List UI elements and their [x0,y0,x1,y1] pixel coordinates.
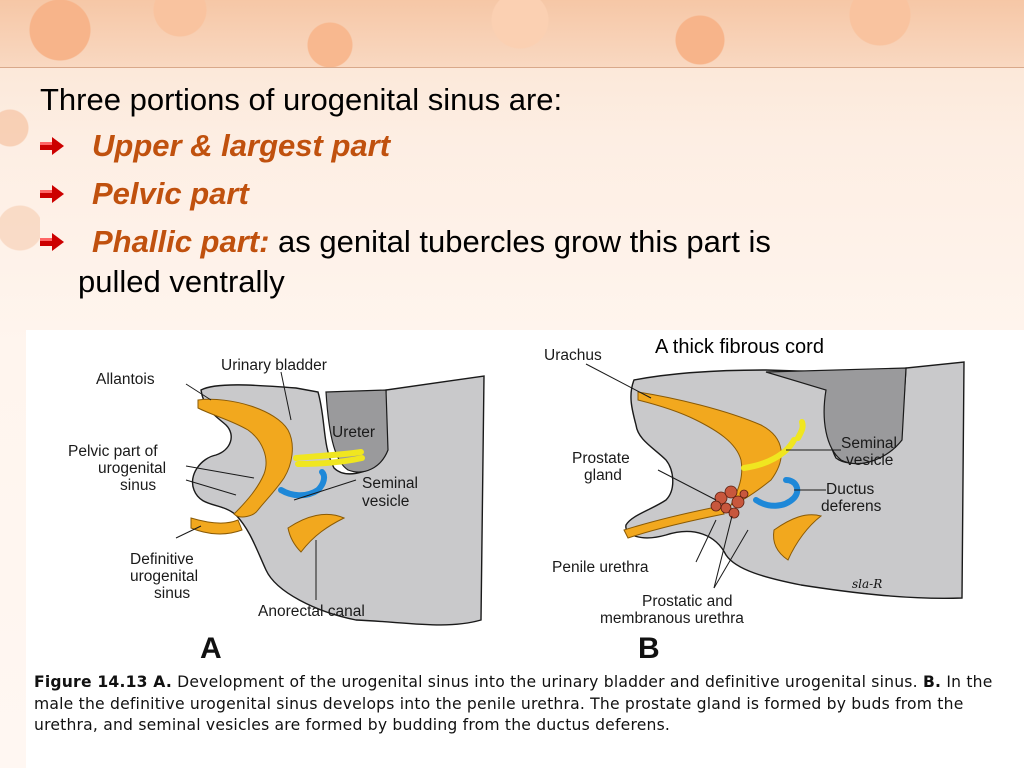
label-urachus: Urachus [544,347,602,364]
label-penile-urethra: Penile urethra [552,559,649,576]
label-ureter-a: Ureter [332,424,375,441]
panel-b-leaders [585,363,841,589]
label-anorectal: Anorectal canal [258,603,365,620]
definitive-sinus-shape [190,517,243,535]
label-prostatic-1: Prostatic and [642,593,732,610]
decorative-floral-banner [0,0,1024,68]
arrow-bullet-icon [40,137,64,155]
callout-fibrous-cord: A thick fibrous cord [655,336,824,358]
anorectal-canal-shape [287,513,346,553]
caption-b-label: B. [922,673,942,691]
label-definitive-3: sinus [154,585,190,602]
label-definitive-2: urogenital [130,568,198,585]
panel-b-letter: B [638,632,660,665]
caption-part-a: Development of the urogenital sinus into… [172,673,923,691]
embryology-figure: Urinary bladder Allantois Ureter Pelvic … [26,330,1024,768]
bladder-b-lumen [765,367,907,465]
label-pelvic-part-1: Pelvic part of [68,443,158,460]
panel-a-leaders [175,371,357,600]
arrow-bullet-icon [40,185,64,203]
arrow-bullet-icon [40,233,64,251]
label-ductus-1: Ductus [826,481,874,498]
label-allantois: Allantois [96,371,155,388]
slide-intro-text: Three portions of urogenital sinus are: [40,82,563,117]
seminal-vesicle-a-shape [278,469,328,499]
ureter-shape [293,449,365,467]
label-seminal-vesicle-a-1: Seminal [362,475,418,492]
label-pelvic-part-2: urogenital [98,460,166,477]
artist-signature: sla-R [852,577,882,591]
pelvic-sinus-shape [197,398,293,518]
label-ductus-2: deferens [821,498,882,515]
label-seminal-vesicle-b-1: Seminal [841,435,897,452]
bullet-emphasis: Upper & largest part [92,128,391,163]
label-seminal-vesicle-a-2: vesicle [362,493,409,510]
caption-figure-label: Figure 14.13 A. [34,673,172,691]
bullet-text: as genital tubercles grow this part is [269,224,771,259]
panel-b: Urachus Prostate gland Seminal vesicle D… [544,347,965,665]
panel-a: Urinary bladder Allantois Ureter Pelvic … [68,357,485,665]
label-prostatic-2: membranous urethra [600,610,744,627]
label-prostate-1: Prostate [572,450,630,467]
label-prostate-2: gland [584,467,622,484]
seminal-vesicle-b-shape [741,419,806,471]
prostate-gland-shape [710,485,749,519]
caption-part-b: In the male the definitive urogenital si… [34,673,993,734]
label-definitive-1: Definitive [130,551,194,568]
bullet-emphasis: Phallic part: [92,224,270,259]
label-urinary-bladder: Urinary bladder [221,357,327,374]
urogenital-sinus-diagram: Urinary bladder Allantois Ureter Pelvic … [68,347,965,665]
decorative-floral-edge [0,68,40,328]
anorectal-b-shape [773,514,823,561]
bullet-emphasis: Pelvic part [92,176,249,211]
ductus-deferens-shape [753,477,801,509]
label-pelvic-part-3: sinus [120,477,156,494]
figure-caption: Figure 14.13 A. Development of the uroge… [34,672,1004,737]
label-seminal-vesicle-b-2: vesicle [846,452,893,469]
panel-a-letter: A [200,632,222,665]
bullet-continuation: pulled ventrally [78,264,285,299]
